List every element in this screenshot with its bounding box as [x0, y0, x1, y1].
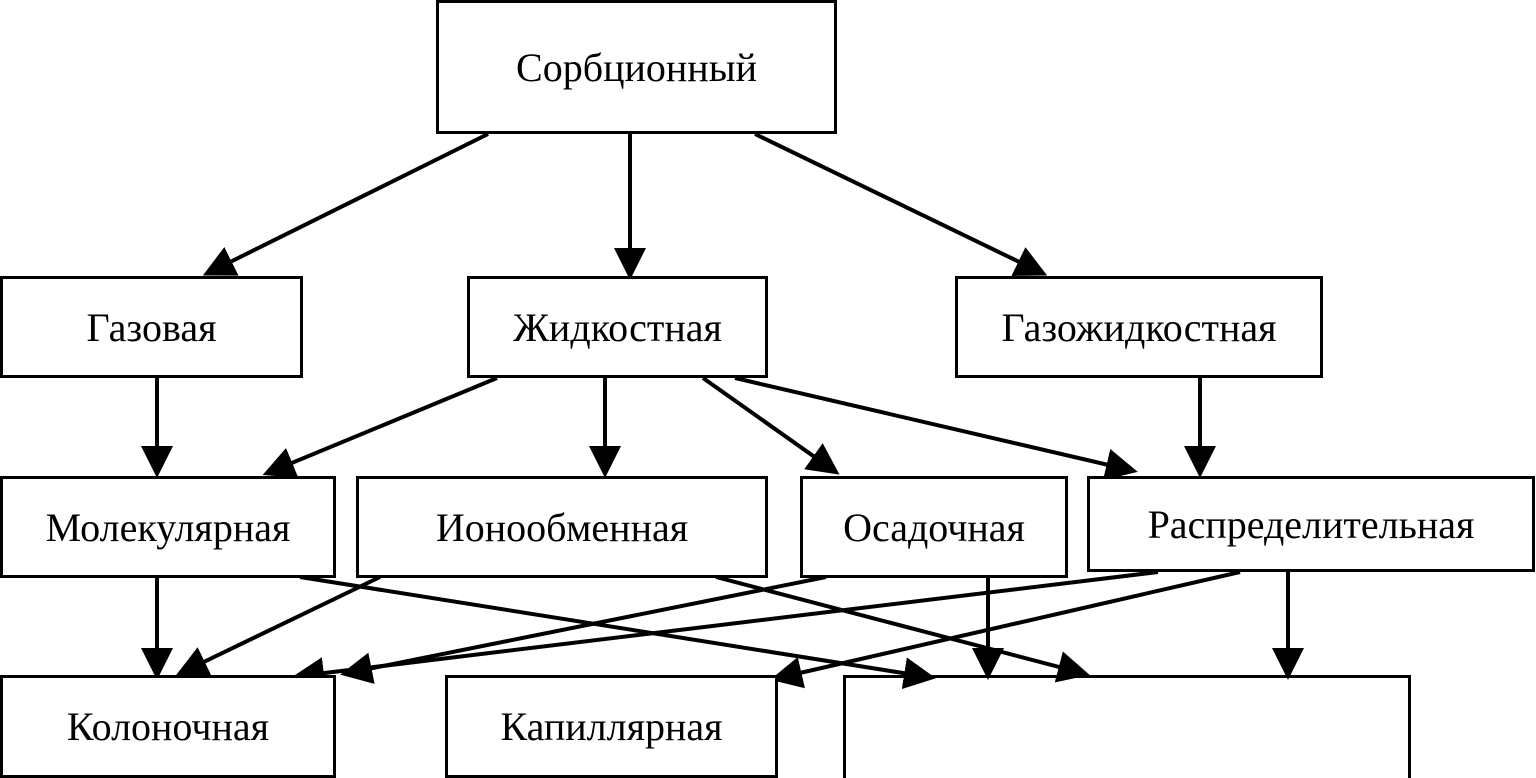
node-gas-liquid: Газожидкостная — [955, 276, 1323, 378]
arrow-root-gas — [202, 132, 489, 276]
arrow-root-gas-liquid — [754, 132, 1048, 276]
arrow-distribution-column — [292, 570, 1159, 689]
arrow-molecular-planar — [299, 575, 936, 690]
arrow-liquid-sedimentation — [701, 376, 840, 475]
node-liquid: Жидкостная — [467, 276, 768, 378]
arrow-liquid-distribution — [734, 376, 1138, 481]
node-distribution: Распределительная — [1087, 476, 1535, 572]
arrow-liquid-molecular — [262, 376, 498, 478]
node-molecular: Молекулярная — [0, 476, 336, 578]
node-planar-cut-off — [843, 675, 1411, 778]
node-capillary: Капиллярная — [445, 675, 778, 778]
arrow-ion-exchange-column — [175, 575, 381, 676]
node-ion-exchange: Ионообменная — [356, 476, 768, 578]
node-gas: Газовая — [0, 276, 303, 378]
arrow-distribution-capillary — [770, 570, 1241, 689]
node-column: Колоночная — [0, 675, 336, 778]
arrow-sedimentation-column — [340, 575, 827, 684]
node-sedimentation: Осадочная — [800, 476, 1068, 578]
arrow-ion-exchange-planar — [715, 575, 1090, 683]
node-sorption: Сорбционный — [436, 0, 837, 134]
